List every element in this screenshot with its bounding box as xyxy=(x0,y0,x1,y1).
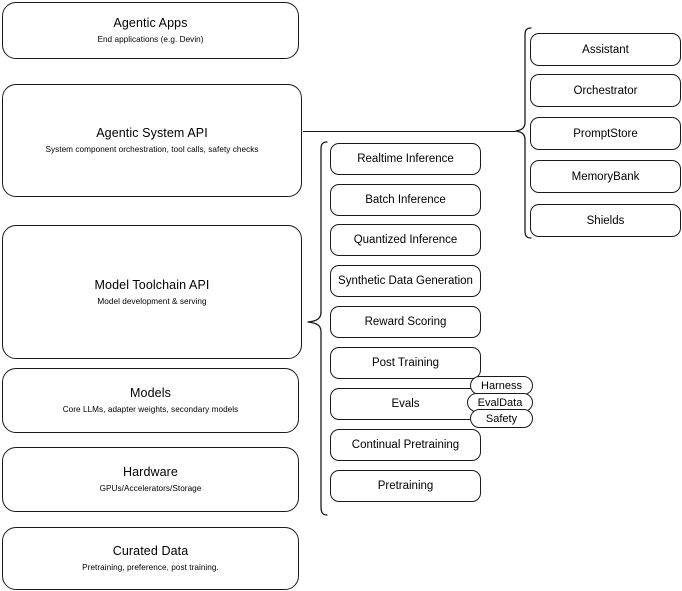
component-label: Assistant xyxy=(582,43,629,56)
stack-layer-title: Model Toolchain API xyxy=(94,277,210,292)
brace-agentic-system xyxy=(515,27,532,239)
stack-layer-subtitle: End applications (e.g. Devin) xyxy=(97,35,204,44)
component-label: MemoryBank xyxy=(571,170,640,183)
toolchain-component-batch-inference[interactable]: Batch Inference xyxy=(330,184,481,216)
component-label: Post Training xyxy=(371,357,440,369)
toolchain-component-evals[interactable]: Evals xyxy=(330,388,481,420)
eval-subcomponent-evaldata[interactable]: EvalData xyxy=(467,393,533,412)
stack-layer-title: Agentic System API xyxy=(96,126,208,140)
component-label: Shields xyxy=(586,214,625,227)
toolchain-component-realtime-inference[interactable]: Realtime Inference xyxy=(330,143,481,175)
brace-model-toolchain xyxy=(307,141,328,516)
agentic-component-assistant[interactable]: Assistant xyxy=(530,33,681,66)
stack-layer-agentic-system-api[interactable]: Agentic System API System component orch… xyxy=(2,84,302,197)
component-label: Orchestrator xyxy=(573,84,638,97)
stack-layer-title: Hardware xyxy=(123,465,178,479)
component-label: Pretraining xyxy=(377,480,434,492)
eval-subcomponent-label: EvalData xyxy=(477,396,523,409)
eval-subcomponent-label: Harness xyxy=(481,379,522,392)
stack-layer-hardware[interactable]: Hardware GPUs/Accelerators/Storage xyxy=(2,447,299,512)
toolchain-component-synthetic-data-generation[interactable]: Synthetic Data Generation xyxy=(330,265,481,297)
agentic-component-memorybank[interactable]: MemoryBank xyxy=(530,160,681,193)
stack-layer-subtitle: Model development & serving xyxy=(97,296,207,306)
stack-layer-subtitle: Core LLMs, adapter weights, secondary mo… xyxy=(62,405,239,414)
toolchain-component-pretraining[interactable]: Pretraining xyxy=(330,470,481,502)
component-label: Continual Pretraining xyxy=(351,439,460,451)
stack-layer-subtitle: Pretraining, preference, post training. xyxy=(82,563,219,572)
stack-layer-models[interactable]: Models Core LLMs, adapter weights, secon… xyxy=(2,368,299,433)
stack-layer-subtitle: System component orchestration, tool cal… xyxy=(45,145,259,154)
toolchain-component-quantized-inference[interactable]: Quantized Inference xyxy=(330,224,481,256)
eval-subcomponent-safety[interactable]: Safety xyxy=(470,409,533,428)
agentic-component-promptstore[interactable]: PromptStore xyxy=(530,117,681,150)
stack-layer-subtitle: GPUs/Accelerators/Storage xyxy=(99,484,202,493)
agentic-component-orchestrator[interactable]: Orchestrator xyxy=(530,74,681,107)
stack-layer-title: Models xyxy=(130,386,171,400)
component-label: Batch Inference xyxy=(365,194,446,206)
stack-layer-curated-data[interactable]: Curated Data Pretraining, preference, po… xyxy=(2,527,299,590)
agentic-component-shields[interactable]: Shields xyxy=(530,204,681,237)
stack-layer-title: Agentic Apps xyxy=(113,16,188,30)
toolchain-component-reward-scoring[interactable]: Reward Scoring xyxy=(330,306,481,338)
toolchain-component-post-training[interactable]: Post Training xyxy=(330,347,481,379)
component-label: Reward Scoring xyxy=(364,316,447,328)
connector-agentic-system-api xyxy=(303,131,516,132)
component-label: Synthetic Data Generation xyxy=(338,275,473,287)
eval-subcomponent-label: Safety xyxy=(485,412,518,425)
component-label: Evals xyxy=(391,398,420,410)
stack-layer-title: Curated Data xyxy=(112,544,189,558)
stack-layer-agentic-apps[interactable]: Agentic Apps End applications (e.g. Devi… xyxy=(2,2,299,59)
component-label: PromptStore xyxy=(573,127,638,140)
component-label: Realtime Inference xyxy=(357,153,454,165)
component-label: Quantized Inference xyxy=(353,234,458,246)
toolchain-component-continual-pretraining[interactable]: Continual Pretraining xyxy=(330,429,481,461)
stack-layer-model-toolchain-api[interactable]: Model Toolchain API Model development & … xyxy=(2,225,302,359)
